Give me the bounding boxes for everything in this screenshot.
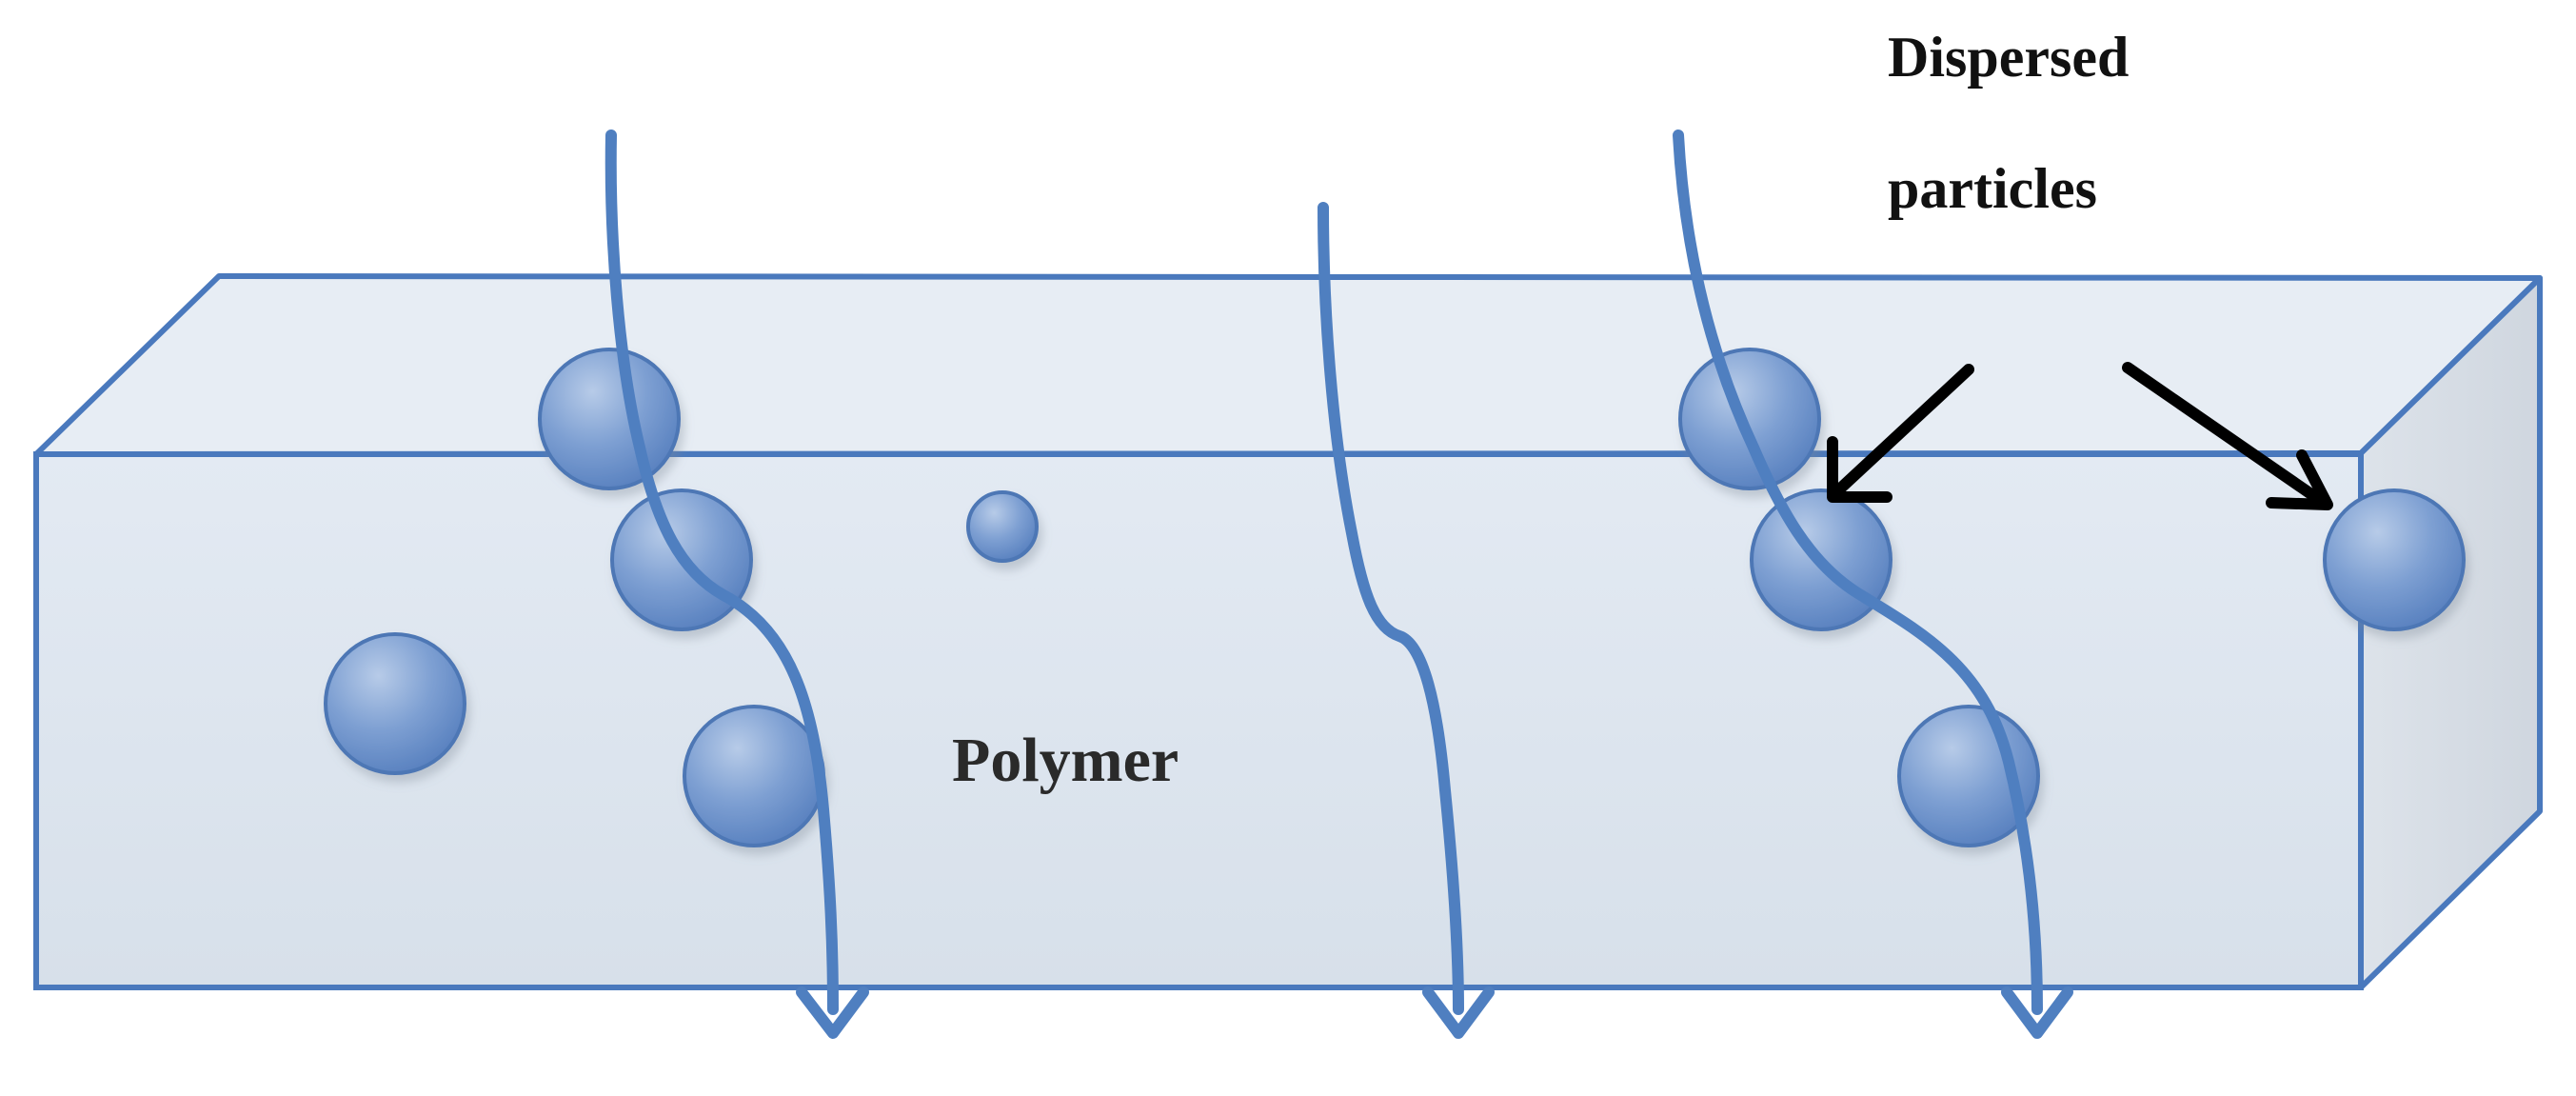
crack-path-arrowhead bbox=[1422, 986, 1495, 1039]
polymer-block-top-face bbox=[33, 273, 2543, 457]
pointer-arrowhead bbox=[2266, 449, 2333, 510]
sphere-icon bbox=[966, 490, 1039, 563]
pointer-arrow-icon bbox=[1832, 364, 1974, 497]
sphere-icon bbox=[2323, 488, 2466, 631]
sphere-icon bbox=[538, 348, 681, 490]
sphere-icon bbox=[683, 705, 825, 847]
crack-path-arrow-icon bbox=[1673, 130, 2043, 1015]
crack-path-arrow-icon bbox=[604, 130, 839, 1015]
polymer-label: Polymer bbox=[952, 726, 1179, 795]
sphere-icon bbox=[1678, 348, 1821, 490]
crack-path-arrowhead bbox=[2001, 986, 2073, 1039]
dispersed-particles-label-line1: Dispersed bbox=[1888, 26, 2129, 89]
pointer-arrowhead bbox=[1827, 436, 1892, 503]
polymer-block bbox=[33, 273, 2543, 990]
pointer-arrow-icon bbox=[2122, 362, 2327, 507]
pointer-arrows bbox=[1827, 362, 2333, 510]
crack-path-arrow-icon bbox=[1318, 202, 1464, 1015]
crack-path-arrowhead bbox=[796, 986, 869, 1039]
sphere-icon bbox=[324, 632, 466, 775]
crack-paths bbox=[604, 130, 2073, 1039]
dispersed-particles-label-line2: particles bbox=[1888, 157, 2097, 220]
